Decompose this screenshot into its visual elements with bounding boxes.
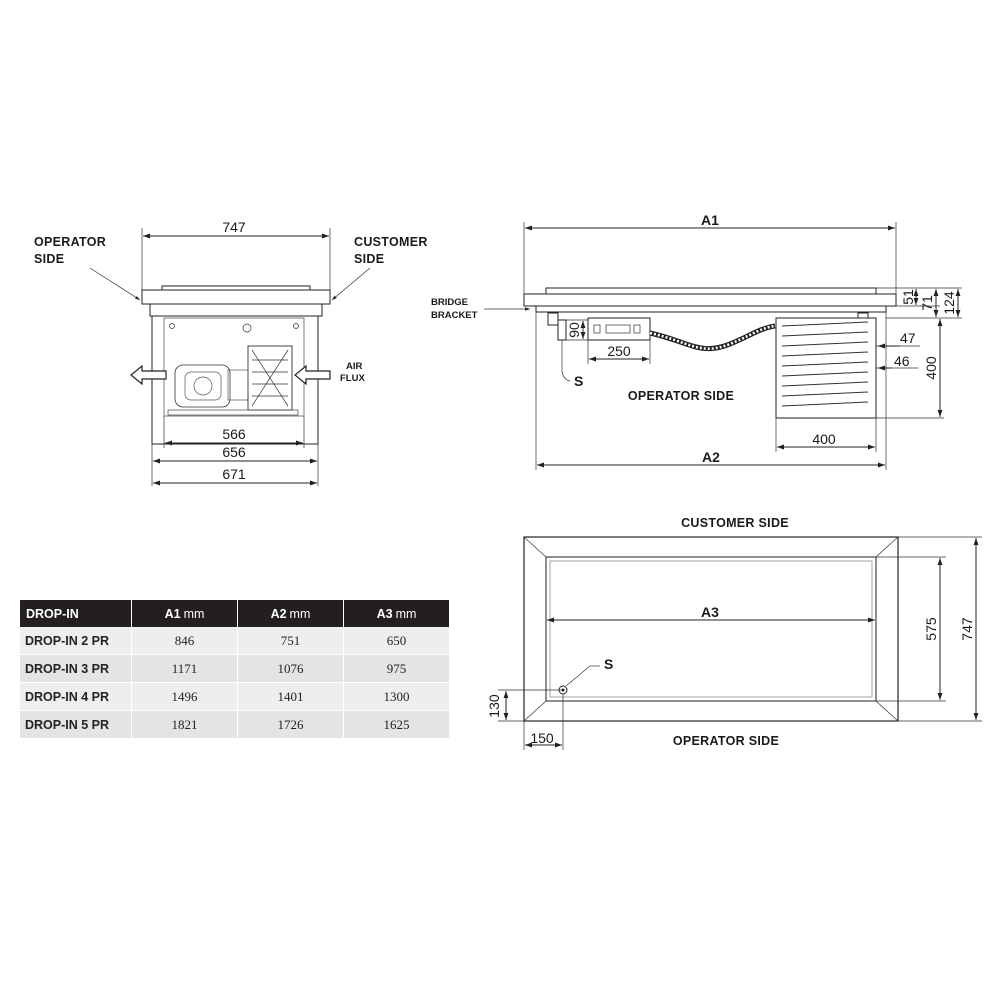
a1-cell: 1496 — [131, 682, 238, 711]
air-flux-in-arrow-icon — [294, 364, 331, 386]
a3-cell: 1300 — [343, 682, 451, 711]
dim-71: 71 — [919, 295, 935, 311]
operator-side-leader — [89, 267, 141, 301]
dim-130: 130 — [486, 694, 502, 718]
front-view: A1 BRIDGE BRACKET S 90 250 — [431, 212, 962, 470]
dim-a3: A3 — [701, 604, 719, 620]
a2-cell: 1726 — [237, 710, 344, 739]
air-flux-out-arrow-icon — [130, 364, 167, 386]
air-flux-label-line2: FLUX — [340, 373, 365, 384]
dim-400-width: 400 — [812, 431, 836, 447]
model-cell: DROP-IN 2 PR — [20, 627, 132, 655]
model-cell: DROP-IN 5 PR — [20, 710, 132, 739]
customer-side-label: CUSTOMER SIDE — [681, 516, 789, 530]
compressor-icon — [167, 345, 299, 416]
operator-side-label-line2: SIDE — [34, 252, 64, 266]
bridge-bracket-label-line2: BRACKET — [431, 310, 478, 321]
model-cell: DROP-IN 4 PR — [20, 682, 132, 711]
a2-cell: 1076 — [237, 654, 344, 683]
sensor-label-s: S — [574, 373, 583, 389]
a2-cell: 751 — [237, 627, 344, 655]
dim-671: 671 — [222, 466, 246, 482]
a3-cell: 650 — [343, 627, 451, 655]
dim-a1: A1 — [701, 212, 719, 228]
side-view: OPERATOR SIDE CUSTOMER SIDE 747 — [34, 219, 428, 486]
power-cable — [649, 323, 776, 352]
top-operator-side-label: OPERATOR SIDE — [673, 734, 779, 748]
dim-124: 124 — [941, 291, 957, 315]
front-top-plate — [523, 293, 897, 307]
top-plate — [141, 289, 331, 305]
bridge-bracket-label-line1: BRIDGE — [431, 297, 468, 308]
a3-cell: 975 — [343, 654, 451, 683]
header-model: DROP-IN — [20, 600, 132, 627]
sensor-probe — [557, 319, 567, 341]
table-row: DROP-IN 4 PR 1496 1401 1300 — [20, 682, 451, 711]
customer-side-label-line2: SIDE — [354, 252, 384, 266]
controller-box — [587, 317, 651, 341]
dim-51: 51 — [900, 289, 916, 305]
dim-150: 150 — [530, 730, 554, 746]
dim-a2: A2 — [702, 449, 720, 465]
dim-747: 747 — [222, 219, 246, 235]
a1-cell: 1821 — [131, 710, 238, 739]
a2-cell: 1401 — [237, 682, 344, 711]
a1-cell: 846 — [131, 627, 238, 655]
dim-747-top: 747 — [959, 617, 975, 641]
table-row: DROP-IN 3 PR 1171 1076 975 — [20, 654, 451, 683]
air-flux-label-line1: AIR — [346, 361, 363, 372]
customer-side-leader — [331, 267, 371, 301]
customer-side-label-line1: CUSTOMER — [354, 235, 428, 249]
a3-cell: 1625 — [343, 710, 451, 739]
dim-46: 46 — [894, 353, 910, 369]
table-row: DROP-IN 5 PR 1821 1726 1625 — [20, 710, 451, 739]
dim-656: 656 — [222, 444, 246, 460]
a1-cell: 1171 — [131, 654, 238, 683]
front-operator-side-label: OPERATOR SIDE — [628, 389, 734, 403]
table-row: DROP-IN 2 PR 846 751 650 — [20, 627, 451, 655]
dim-400-height: 400 — [923, 356, 939, 380]
top-sensor-label-s: S — [604, 656, 613, 672]
model-cell: DROP-IN 3 PR — [20, 654, 132, 683]
top-inner-well — [545, 556, 877, 702]
condensing-unit — [775, 317, 877, 419]
dim-47: 47 — [900, 330, 916, 346]
dim-575: 575 — [923, 617, 939, 641]
top-view: CUSTOMER SIDE OPERATOR SIDE A3 575 747 S — [486, 516, 982, 750]
dim-566: 566 — [222, 426, 246, 442]
dim-250: 250 — [607, 343, 631, 359]
dim-90: 90 — [566, 322, 582, 338]
operator-side-label-line1: OPERATOR — [34, 235, 106, 249]
